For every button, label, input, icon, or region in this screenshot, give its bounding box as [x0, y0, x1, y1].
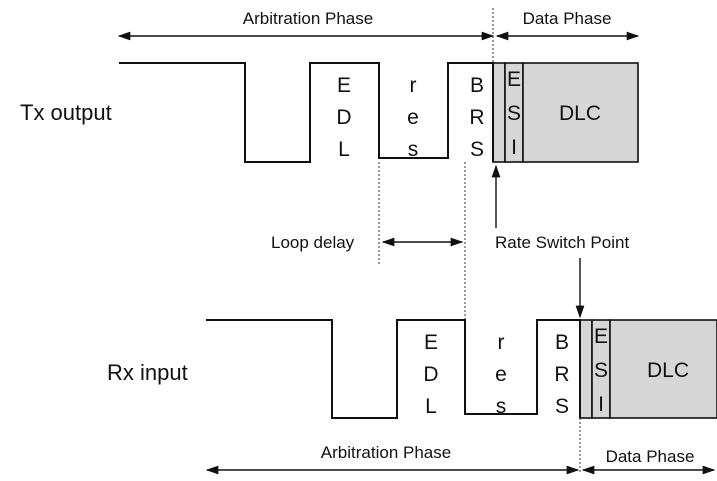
tx-dlc-field — [522, 62, 639, 163]
tx-res-letter-2: e — [407, 106, 419, 129]
rx-esi-letter-2: S — [594, 359, 608, 382]
tx-brs-letter-1: B — [470, 74, 484, 97]
rx-signal-label: Rx input — [107, 360, 188, 385]
tx-res-letter-1: r — [410, 74, 417, 97]
tx-data-phase-label: Data Phase — [523, 9, 612, 28]
rate-switch-point-label: Rate Switch Point — [495, 233, 629, 252]
rx-dlc-label: DLC — [647, 359, 689, 382]
rx-edl-letter-3: L — [425, 395, 437, 418]
tx-esi-letter-3: I — [511, 136, 517, 159]
rx-res-letter-1: r — [498, 331, 505, 354]
tx-arbitration-phase-label: Arbitration Phase — [243, 9, 373, 28]
tx-waveform — [119, 62, 494, 163]
rx-brs-letter-1: B — [555, 331, 569, 354]
tx-brs-data-shade — [492, 62, 506, 163]
tx-edl-letter-2: D — [336, 106, 351, 129]
tx-esi-letter-2: S — [507, 102, 521, 125]
loop-delay-label: Loop delay — [271, 233, 355, 252]
annotations: Loop delay Rate Switch Point — [271, 164, 629, 319]
tx-edl-letter-1: E — [337, 74, 351, 97]
rx-res-letter-2: e — [495, 363, 507, 386]
rx-edl-letter-2: D — [423, 363, 438, 386]
tx-res-letter-3: s — [408, 138, 419, 161]
tx-brs-letter-2: R — [469, 106, 484, 129]
rx-dlc-field — [609, 319, 717, 419]
tx-brs-letter-3: S — [470, 138, 484, 161]
tx-timing-row: Arbitration Phase Data Phase Tx output E… — [20, 9, 640, 163]
rx-esi-letter-3: I — [598, 393, 604, 416]
tx-dlc-label: DLC — [559, 102, 601, 125]
rx-data-phase-label: Data Phase — [606, 447, 695, 466]
tx-edl-letter-3: L — [338, 138, 350, 161]
rx-arbitration-phase-label: Arbitration Phase — [321, 443, 451, 462]
rx-brs-letter-2: R — [554, 363, 569, 386]
tx-esi-letter-1: E — [507, 68, 521, 91]
rx-brs-data-shade — [579, 319, 593, 419]
rx-esi-letter-1: E — [594, 325, 608, 348]
rx-res-letter-3: s — [496, 395, 507, 418]
rx-timing-row: Rx input E D L r e s B R S E S I DLC Arb… — [107, 319, 717, 475]
rx-edl-letter-1: E — [424, 331, 438, 354]
rx-waveform — [206, 319, 581, 419]
tx-signal-label: Tx output — [20, 100, 112, 125]
rx-brs-letter-3: S — [555, 395, 569, 418]
